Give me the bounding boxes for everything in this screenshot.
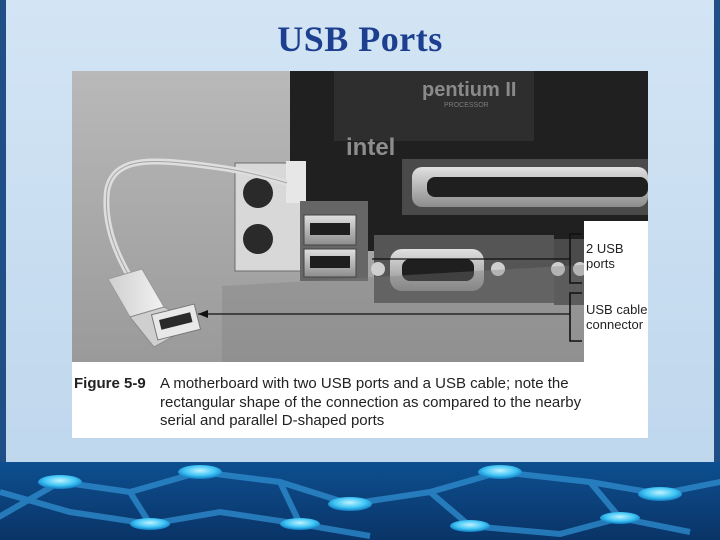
figure-caption-text: A motherboard with two USB ports and a U… [160, 375, 582, 429]
slide-frame-right [714, 0, 720, 462]
ps2-port-top [243, 178, 273, 208]
figure-caption: Figure 5-9 A motherboard with two USB po… [72, 375, 648, 435]
usb-plug [107, 268, 202, 348]
motherboard-photo: pentium II PROCESSOR intel [72, 71, 648, 362]
network-nodes [38, 465, 682, 532]
processor-sub-text: PROCESSOR [444, 102, 489, 109]
slide-frame-left [0, 0, 6, 462]
figure-panel: pentium II PROCESSOR intel [72, 71, 648, 438]
callout-usb-cable: USB cable connector [586, 302, 647, 332]
hexagon-network-footer [0, 462, 720, 540]
bracket-usb-ports [569, 233, 582, 284]
bracket-usb-cable [569, 292, 582, 342]
callout-usb-ports-line1: 2 USB [586, 241, 624, 256]
processor-brand-text: pentium II [422, 79, 516, 101]
figure-number: Figure 5-9 [74, 375, 146, 392]
intel-logo-text: intel [346, 134, 395, 161]
ps2-port-bottom [243, 224, 273, 254]
callout-usb-cable-line2: connector [586, 317, 644, 332]
slide-title: USB Ports [277, 19, 443, 59]
callout-usb-ports: 2 USB ports [586, 241, 624, 271]
callout-usb-cable-line1: USB cable [586, 302, 648, 317]
callout-usb-ports-line2: ports [586, 256, 615, 271]
